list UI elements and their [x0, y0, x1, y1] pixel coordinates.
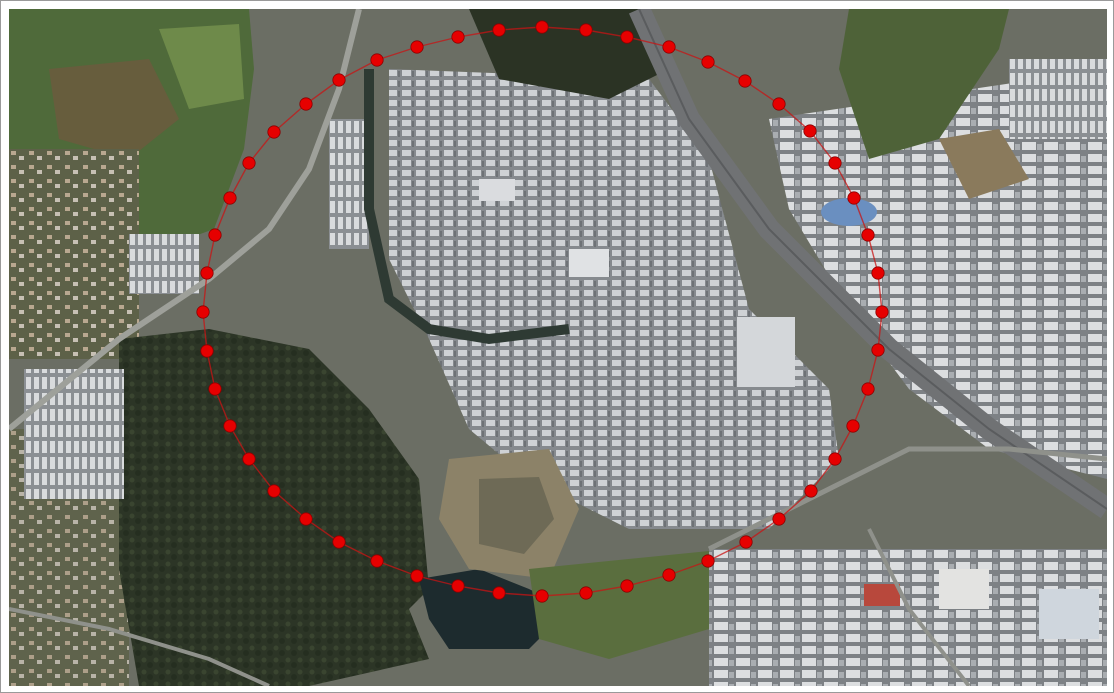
route-marker[interactable]: [828, 156, 842, 170]
route-marker[interactable]: [620, 579, 634, 593]
forest-area: [119, 329, 429, 686]
road: [9, 607, 270, 686]
warehouse: [479, 179, 515, 201]
route-marker[interactable]: [804, 484, 818, 498]
large-warehouse: [737, 317, 795, 387]
bare-field-patch: [49, 59, 179, 159]
route-marker[interactable]: [332, 73, 346, 87]
apartment-blocks: [329, 119, 369, 249]
light-field: [159, 24, 244, 109]
route-marker[interactable]: [370, 53, 384, 67]
river: [364, 69, 570, 345]
stadium-roof: [821, 198, 877, 226]
route-marker[interactable]: [579, 23, 593, 37]
route-marker[interactable]: [701, 554, 715, 568]
warehouse: [939, 569, 989, 609]
route-marker[interactable]: [370, 554, 384, 568]
forest-area: [469, 9, 669, 99]
route-marker[interactable]: [200, 266, 214, 280]
route-marker[interactable]: [620, 30, 634, 44]
highway-median: [638, 9, 1107, 510]
route-marker[interactable]: [861, 228, 875, 242]
route-marker[interactable]: [803, 124, 817, 138]
route-marker[interactable]: [299, 97, 313, 111]
route-marker[interactable]: [871, 343, 885, 357]
road: [707, 446, 1107, 552]
route-marker[interactable]: [662, 568, 676, 582]
route-marker[interactable]: [267, 484, 281, 498]
route-marker[interactable]: [738, 74, 752, 88]
warehouse: [1039, 589, 1099, 639]
green-area: [839, 9, 1009, 159]
route-marker[interactable]: [451, 30, 465, 44]
route-marker[interactable]: [299, 512, 313, 526]
route-marker[interactable]: [535, 20, 549, 34]
route-marker[interactable]: [739, 535, 753, 549]
route-marker[interactable]: [492, 586, 506, 600]
route-marker[interactable]: [208, 382, 222, 396]
route-marker[interactable]: [535, 589, 549, 603]
quarry-inner: [479, 477, 554, 554]
route-marker[interactable]: [492, 23, 506, 37]
route-marker[interactable]: [871, 266, 885, 280]
route-marker[interactable]: [875, 305, 889, 319]
route-marker[interactable]: [861, 382, 875, 396]
route-marker[interactable]: [242, 156, 256, 170]
apartment-blocks: [1009, 59, 1107, 139]
route-marker[interactable]: [451, 579, 465, 593]
route-marker[interactable]: [410, 40, 424, 54]
bare-field-patch: [939, 129, 1029, 199]
route-marker[interactable]: [579, 586, 593, 600]
apartment-blocks: [24, 369, 124, 499]
route-marker[interactable]: [208, 228, 222, 242]
apartment-blocks: [129, 234, 199, 294]
route-marker[interactable]: [701, 55, 715, 69]
route-marker[interactable]: [772, 97, 786, 111]
route-marker[interactable]: [846, 419, 860, 433]
route-marker[interactable]: [662, 40, 676, 54]
route-marker[interactable]: [332, 535, 346, 549]
route-layer: [196, 20, 889, 603]
route-marker[interactable]: [828, 452, 842, 466]
route-marker[interactable]: [196, 305, 210, 319]
route-marker[interactable]: [847, 191, 861, 205]
road: [9, 9, 362, 432]
route-marker[interactable]: [223, 419, 237, 433]
route-marker[interactable]: [772, 512, 786, 526]
satellite-map[interactable]: [9, 9, 1107, 686]
route-marker[interactable]: [410, 569, 424, 583]
route-marker[interactable]: [223, 191, 237, 205]
residential-area: [9, 149, 139, 359]
sports-track: [864, 584, 900, 606]
warehouse: [569, 249, 609, 277]
road: [867, 528, 971, 686]
route-marker[interactable]: [242, 452, 256, 466]
route-marker[interactable]: [267, 125, 281, 139]
route-marker[interactable]: [200, 344, 214, 358]
